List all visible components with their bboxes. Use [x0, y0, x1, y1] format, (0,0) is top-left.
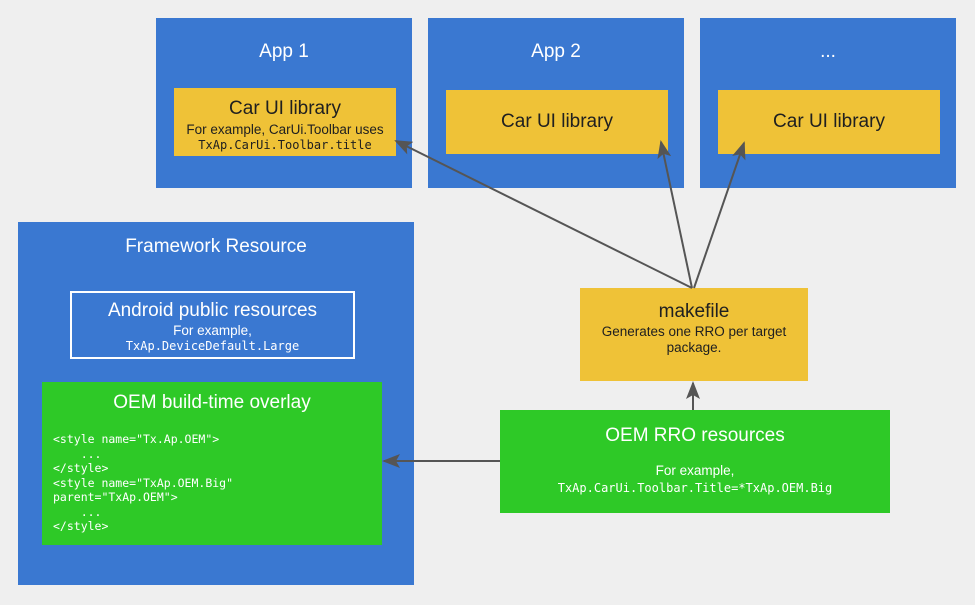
- app-2-car-ui-library-title: Car UI library: [501, 111, 613, 132]
- app-3-title: ...: [820, 41, 836, 62]
- framework-resource-title: Framework Resource: [125, 236, 307, 257]
- app-2-title: App 2: [531, 41, 581, 62]
- android-public-resources-code: TxAp.DeviceDefault.Large: [125, 339, 300, 353]
- oem-rro-resources-box: OEM RRO resources For example, TxAp.CarU…: [500, 410, 890, 513]
- app-1-title: App 1: [259, 41, 309, 62]
- oem-build-time-overlay-code: <style name="Tx.Ap.OEM"> ... </style> <s…: [53, 432, 234, 533]
- app-1-car-ui-library-subtitle: For example, CarUi.Toolbar uses: [186, 122, 384, 137]
- app-3-car-ui-library-title: Car UI library: [773, 111, 885, 132]
- app-1-car-ui-library-box: Car UI library For example, CarUi.Toolba…: [174, 88, 396, 156]
- android-public-resources-box: Android public resources For example, Tx…: [70, 291, 355, 359]
- app-1-car-ui-library-code: TxAp.CarUi.Toolbar.title: [198, 138, 372, 152]
- oem-rro-resources-code: TxAp.CarUi.Toolbar.Title=*TxAp.OEM.Big: [557, 481, 833, 495]
- app-3-car-ui-library-box: Car UI library: [718, 90, 940, 154]
- makefile-title: makefile: [658, 301, 730, 322]
- android-public-resources-title: Android public resources: [107, 300, 318, 321]
- app-1-car-ui-library-title: Car UI library: [229, 98, 341, 119]
- oem-rro-resources-title: OEM RRO resources: [605, 425, 785, 446]
- android-public-resources-subtitle: For example,: [173, 323, 252, 338]
- oem-build-time-overlay-title: OEM build-time overlay: [113, 392, 311, 413]
- makefile-subtitle: Generates one RRO per target package.: [601, 324, 787, 355]
- app-2-car-ui-library-box: Car UI library: [446, 90, 668, 154]
- oem-rro-resources-subtitle: For example,: [655, 463, 735, 478]
- makefile-box: makefile Generates one RRO per target pa…: [580, 288, 808, 381]
- oem-build-time-overlay-box: OEM build-time overlay <style name="Tx.A…: [42, 382, 382, 545]
